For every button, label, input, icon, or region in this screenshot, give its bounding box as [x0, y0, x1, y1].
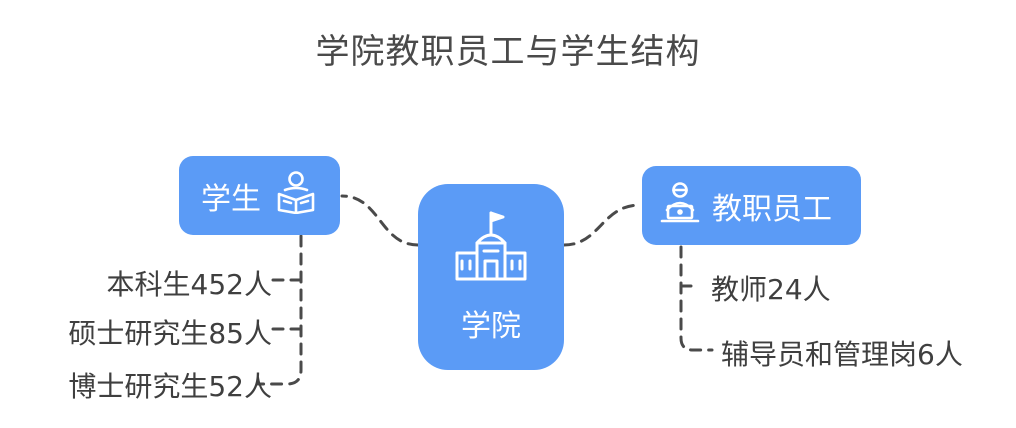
staff-at-laptop-icon — [660, 180, 700, 232]
reading-student-icon — [275, 170, 317, 222]
connector-staff-trunk — [679, 245, 714, 352]
connector-college-student — [340, 194, 420, 247]
leaf-counselors-admin: 辅导员和管理岗6人 — [721, 338, 963, 371]
leaf-master-students: 硕士研究生85人 — [68, 317, 272, 350]
leaf-doctoral-students: 博士研究生52人 — [68, 370, 272, 403]
connector-college-staff — [562, 203, 642, 247]
student-label: 学生 — [201, 181, 261, 217]
student-node[interactable]: 学生 — [179, 156, 340, 235]
college-node[interactable]: 学院 — [418, 184, 564, 370]
connector-student-trunk — [256, 234, 303, 386]
staff-label: 教职员工 — [712, 191, 832, 227]
college-label: 学院 — [461, 309, 521, 344]
leaf-teachers: 教师24人 — [711, 273, 831, 306]
diagram-title: 学院教职员工与学生结构 — [315, 32, 701, 72]
school-building-icon — [453, 209, 529, 291]
staff-node[interactable]: 教职员工 — [642, 166, 861, 245]
leaf-undergraduate: 本科生452人 — [106, 268, 272, 301]
